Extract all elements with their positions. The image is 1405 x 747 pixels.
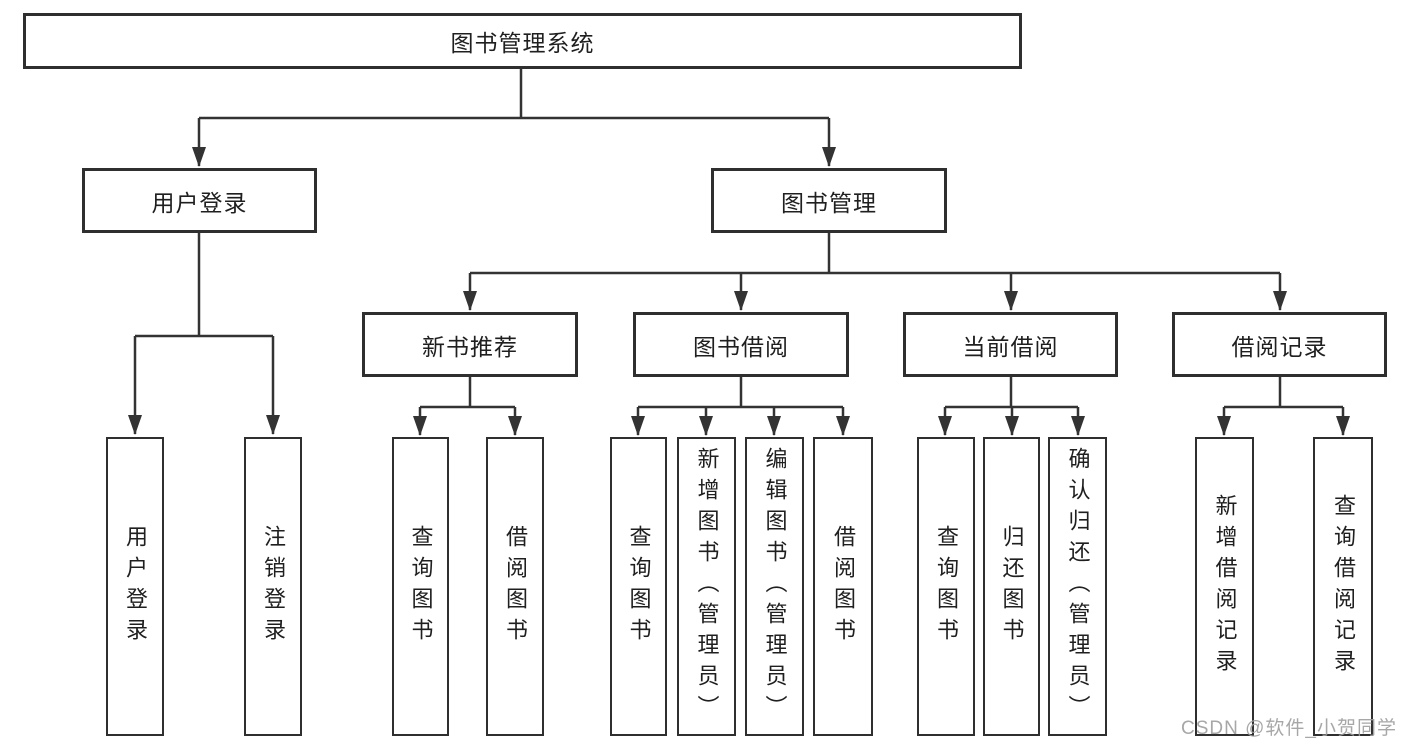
node-library-management-system: 图书管理系统 — [23, 13, 1022, 69]
leaf-borrow-books-recommend: 借阅图书 — [486, 437, 544, 736]
leaf-query-books-recommend: 查询图书 — [392, 437, 449, 736]
leaf-add-borrow-record: 新增借阅记录 — [1195, 437, 1254, 736]
leaf-borrow-books: 借阅图书 — [813, 437, 873, 736]
leaf-edit-book-admin: 编辑图书（管理员） — [745, 437, 804, 736]
node-user-login: 用户登录 — [82, 168, 317, 233]
leaf-query-books-borrow: 查询图书 — [610, 437, 667, 736]
leaf-query-borrow-record: 查询借阅记录 — [1313, 437, 1373, 736]
leaf-logout: 注销登录 — [244, 437, 302, 736]
node-book-borrowing: 图书借阅 — [633, 312, 849, 377]
node-book-management: 图书管理 — [711, 168, 947, 233]
leaf-add-book-admin: 新增图书（管理员） — [677, 437, 736, 736]
leaf-user-login: 用户登录 — [106, 437, 164, 736]
leaf-confirm-return-admin: 确认归还（管理员） — [1048, 437, 1107, 736]
node-borrowing-records: 借阅记录 — [1172, 312, 1387, 377]
node-new-book-recommendation: 新书推荐 — [362, 312, 578, 377]
leaf-query-books-current: 查询图书 — [917, 437, 975, 736]
leaf-return-book: 归还图书 — [983, 437, 1040, 736]
node-current-borrowing: 当前借阅 — [903, 312, 1118, 377]
watermark: CSDN @软件_小贺同学 — [1181, 718, 1397, 739]
